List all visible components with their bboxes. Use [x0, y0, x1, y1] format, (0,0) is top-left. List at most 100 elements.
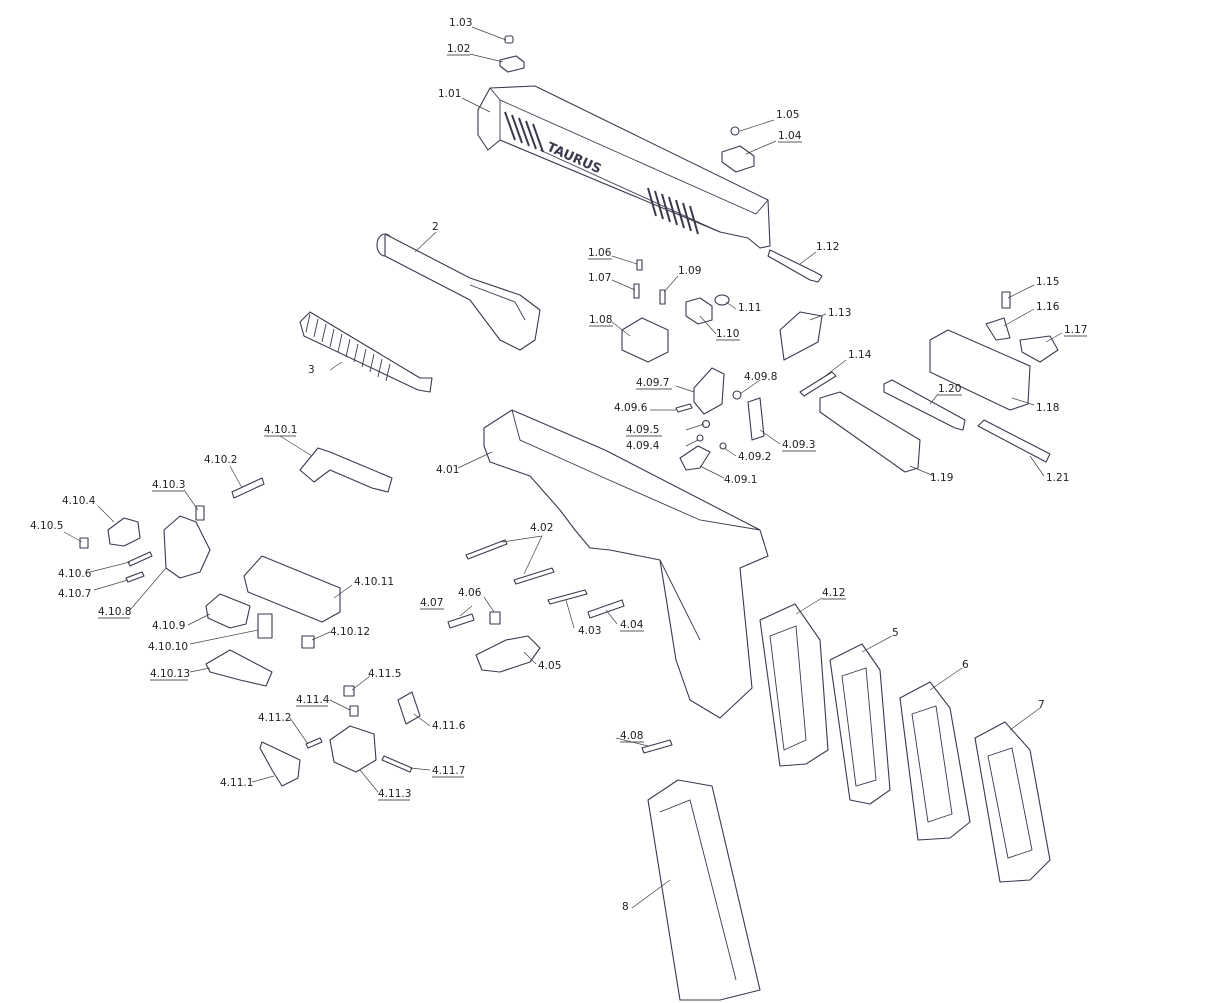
part-1-05 [730, 126, 740, 136]
part-4-09-4 [696, 434, 704, 442]
label-7: 7 [1038, 699, 1045, 711]
part-4-11-4 [349, 705, 359, 717]
part-1-16 [985, 317, 1011, 341]
part-4-09-2 [719, 442, 727, 450]
label-4-11-4: 4.11.4 [296, 694, 330, 706]
part-1-07 [633, 283, 640, 299]
part-4-09-5 [701, 419, 711, 429]
part-5 [829, 643, 891, 805]
frame-assembly [447, 409, 769, 754]
part-4-09-6 [675, 403, 693, 413]
part-4-09-3 [747, 397, 765, 441]
label-4-10-5: 4.10.5 [30, 520, 63, 532]
part-4-04 [587, 599, 625, 619]
label-4-09-3: 4.09.3 [782, 439, 815, 451]
part-2 [384, 233, 541, 351]
part-1-09 [659, 289, 666, 305]
part-1-01 [477, 85, 771, 249]
label-5: 5 [892, 627, 899, 639]
label-4-09-6: 4.09.6 [614, 402, 648, 414]
part-4-10-2 [231, 477, 265, 499]
part-1-04 [721, 145, 755, 173]
part-8 [647, 779, 761, 1001]
label-1-06: 1.06 [588, 247, 612, 259]
slide-assembly: TAURUS [477, 35, 823, 283]
slide-internals [621, 259, 1059, 473]
part-4-11-3 [329, 725, 377, 773]
part-4-10-3 [195, 505, 205, 521]
part-4-10-10 [257, 613, 273, 639]
part-4-05 [475, 635, 541, 673]
label-4-10-10: 4.10.10 [148, 641, 188, 653]
part-1-15 [1001, 291, 1011, 309]
label-4-02: 4.02 [530, 522, 553, 534]
label-4-10-6: 4.10.6 [58, 568, 92, 580]
label-6: 6 [962, 659, 969, 671]
part-4-10-6 [127, 551, 153, 567]
label-1-05: 1.05 [776, 109, 799, 121]
part-4-10-9 [205, 593, 251, 629]
label-1-04: 1.04 [778, 130, 802, 142]
part-labels: 1.03 1.02 1.01 1.05 1.04 2 1.12 3 1.06 1… [30, 17, 1087, 913]
label-4-10-1: 4.10.1 [264, 424, 297, 436]
part-4-02a [465, 539, 508, 560]
part-1-10 [685, 297, 713, 325]
part-1-13 [779, 311, 823, 361]
part-1-03 [504, 35, 514, 44]
part-1-02 [499, 55, 525, 73]
fire-control-410 [79, 447, 393, 687]
label-1-14: 1.14 [848, 349, 872, 361]
part-4-02b [513, 567, 555, 585]
label-4-10-3: 4.10.3 [152, 479, 185, 491]
part-4-07 [447, 613, 475, 629]
label-4-11-1: 4.11.1 [220, 777, 253, 789]
label-4-11-5: 4.11.5 [368, 668, 401, 680]
part-4-08 [641, 739, 673, 754]
part-1-08 [621, 317, 669, 363]
label-4-11-2: 4.11.2 [258, 712, 291, 724]
label-4-08: 4.08 [620, 730, 643, 742]
label-4-01: 4.01 [436, 464, 459, 476]
part-4-11-1 [259, 741, 301, 787]
label-4-10-8: 4.10.8 [98, 606, 131, 618]
label-1-19: 1.19 [930, 472, 953, 484]
label-1-21: 1.21 [1046, 472, 1069, 484]
part-4-10-7 [125, 571, 145, 583]
part-4-03 [547, 589, 588, 605]
part-1-11 [714, 294, 730, 306]
label-4-05: 4.05 [538, 660, 561, 672]
assembly-411 [259, 685, 421, 787]
part-4-10-5 [79, 537, 89, 549]
part-4-09-8 [732, 390, 742, 400]
label-2: 2 [432, 221, 439, 233]
part-4-10-13 [205, 649, 273, 687]
label-1-16: 1.16 [1036, 301, 1060, 313]
label-4-09-4: 4.09.4 [626, 440, 660, 452]
label-1-15: 1.15 [1036, 276, 1059, 288]
slide-serrations-front [647, 187, 699, 235]
part-7 [974, 721, 1051, 883]
label-1-18: 1.18 [1036, 402, 1059, 414]
label-4-06: 4.06 [458, 587, 482, 599]
part-1-20 [883, 379, 966, 431]
part-4-06 [489, 611, 501, 625]
label-1-11: 1.11 [738, 302, 761, 314]
part-1-19 [819, 391, 921, 473]
part-6 [899, 681, 971, 841]
part-4-11-2 [305, 737, 323, 749]
label-1-13: 1.13 [828, 307, 851, 319]
slide-serrations-rear [504, 111, 544, 153]
part-4-10-8 [163, 515, 211, 579]
label-4-11-7: 4.11.7 [432, 765, 465, 777]
barrel-assembly [299, 233, 541, 393]
label-4-11-6: 4.11.6 [432, 720, 466, 732]
label-1-17: 1.17 [1064, 324, 1087, 336]
label-1-01: 1.01 [438, 88, 461, 100]
part-4-11-6 [397, 691, 421, 725]
label-4-10-9: 4.10.9 [152, 620, 185, 632]
label-1-03: 1.03 [449, 17, 472, 29]
label-1-08: 1.08 [589, 314, 612, 326]
part-1-12 [767, 249, 823, 283]
label-1-07: 1.07 [588, 272, 611, 284]
